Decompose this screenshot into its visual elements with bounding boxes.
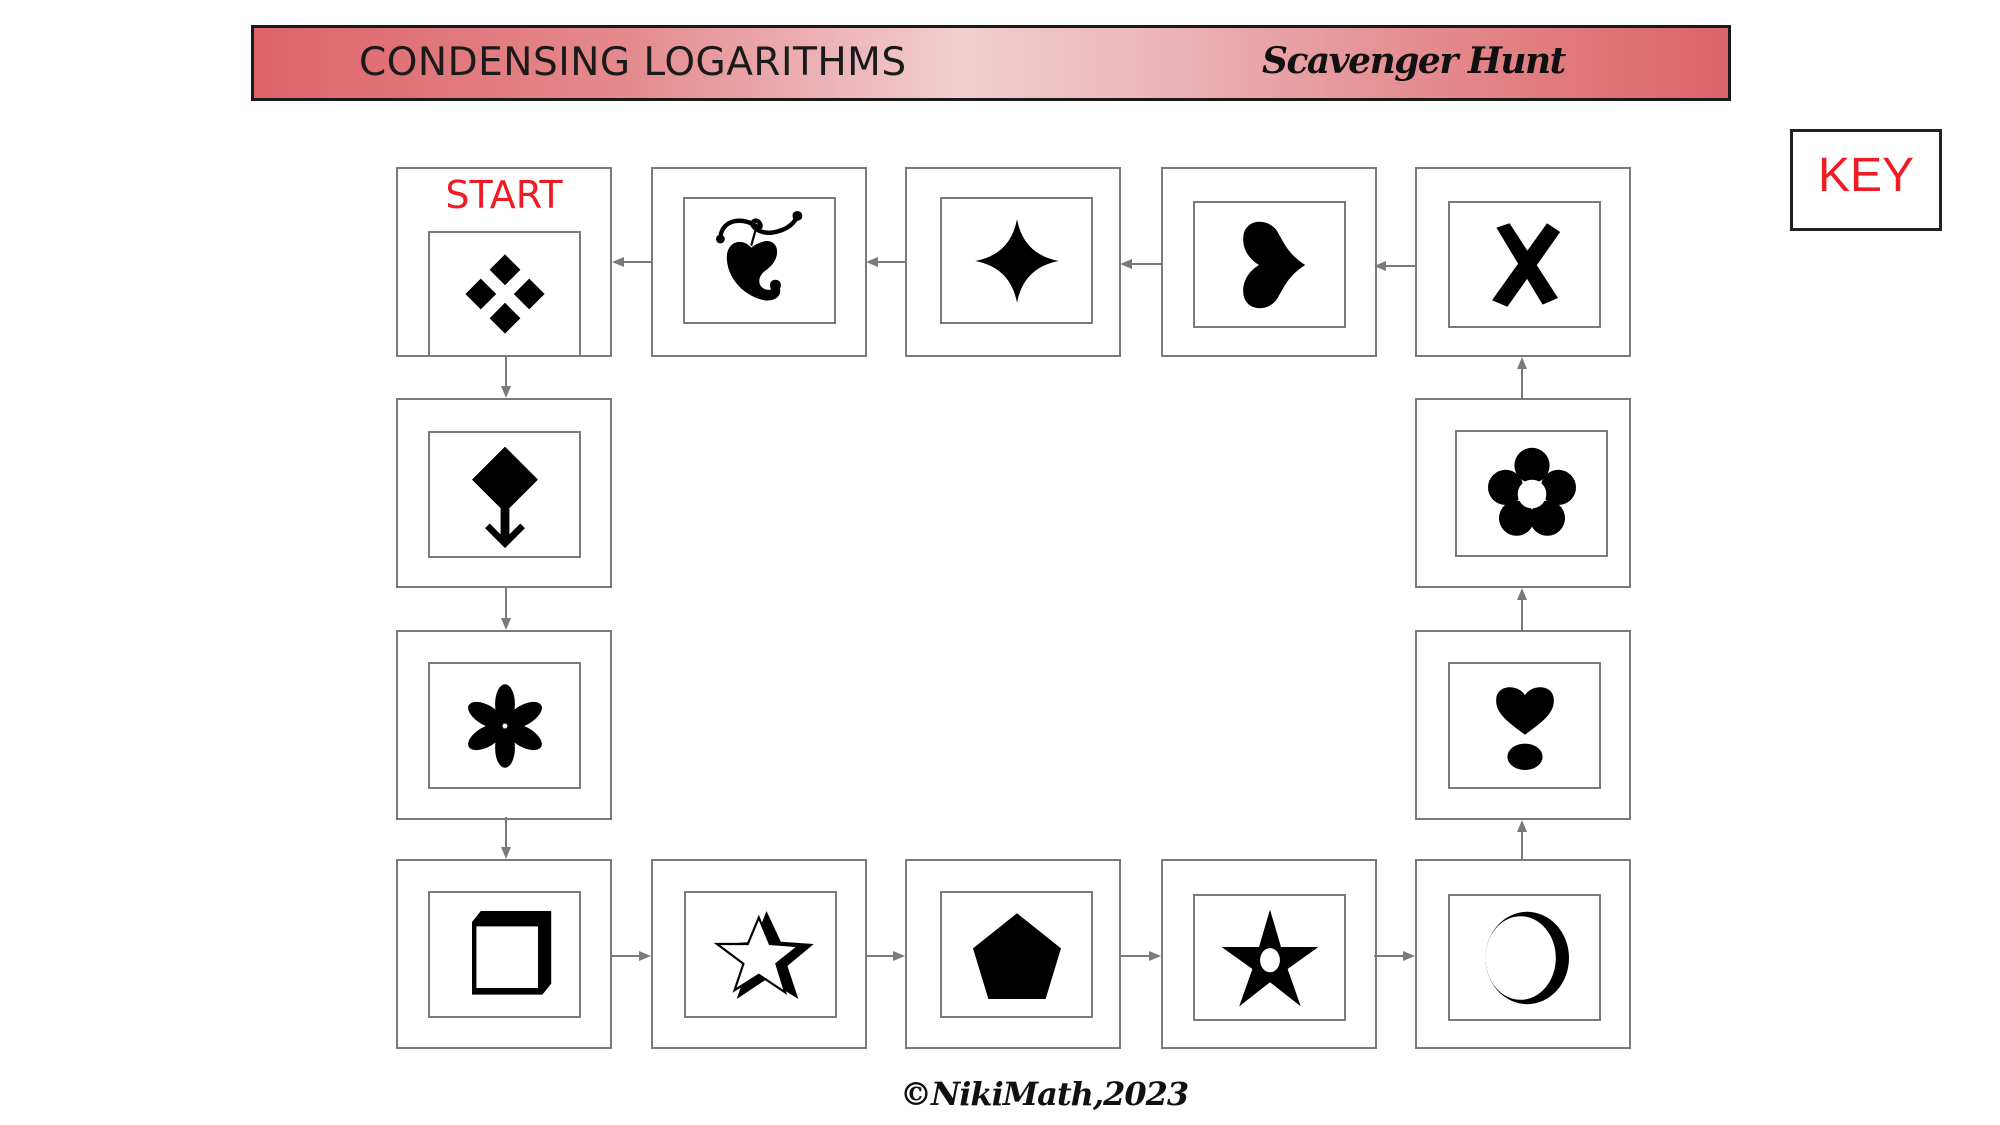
key-button[interactable]: KEY [1790,129,1942,231]
four-point-star-icon [974,218,1059,303]
symbol-frame [428,891,581,1018]
arrow-up-icon [1517,357,1527,369]
symbol-frame [1193,201,1346,328]
cell-ornate-heart[interactable] [651,167,867,357]
connector [1386,265,1415,267]
cell-star-with-hole[interactable] [1161,859,1377,1049]
heart-exclamation-icon [1495,686,1554,770]
cell-asterisk-flower[interactable] [396,630,612,820]
ornate-heart-icon [715,210,802,301]
four-diamonds-icon [464,254,545,334]
connector [505,357,507,386]
arrow-right-icon [893,951,905,961]
cell-x-cross[interactable] [1415,167,1631,357]
arrow-left-icon [866,257,878,267]
symbol-frame [683,197,836,324]
connector [1120,955,1149,957]
symbol-frame [1193,894,1346,1021]
crescent-circle-icon [1484,911,1569,1004]
connector [1521,600,1523,630]
symbol-frame [940,891,1093,1018]
connector [624,261,651,263]
cell-four-point-star[interactable] [905,167,1121,357]
arrow-left-icon [612,257,624,267]
arrow-right-icon [1403,951,1415,961]
copyright-footer: ©NikiMath,2023 [900,1075,1189,1113]
symbol-frame [428,431,581,558]
symbol-frame [428,662,581,789]
cell-heart-exclamation[interactable] [1415,630,1631,820]
cell-crescent-circle[interactable] [1415,859,1631,1049]
cell-diamond-arrow[interactable] [396,398,612,588]
symbol-frame [1448,201,1601,328]
connector [878,261,905,263]
pentagon-icon [972,912,1061,999]
connector [1132,263,1161,265]
start-label: START [445,173,563,217]
diamond-arrow-icon [471,446,538,548]
arrow-left-icon [1120,259,1132,269]
star-with-hole-icon [1221,909,1318,1006]
symbol-frame [940,197,1093,324]
arrow-down-icon [501,386,511,398]
cell-cube[interactable] [396,859,612,1049]
asterisk-flower-icon [467,683,542,768]
shadow-star-icon [713,910,814,999]
arrow-right-icon [639,951,651,961]
x-cross-icon [1491,222,1560,307]
cell-sideways-heart[interactable] [1161,167,1377,357]
arrow-right-icon [1149,951,1161,961]
connector [1521,832,1523,859]
cell-start-four-diamonds[interactable]: START [396,167,612,357]
title-banner: CONDENSING LOGARITHMS Scavenger Hunt [251,25,1731,101]
sideways-heart-icon [1242,221,1305,308]
arrow-up-icon [1517,820,1527,832]
connector [1521,369,1523,398]
connector [505,817,507,847]
symbol-frame [1448,894,1601,1021]
connector [866,955,893,957]
connector [505,588,507,618]
connector [1374,955,1403,957]
cell-pentagon[interactable] [905,859,1121,1049]
arrow-up-icon [1517,588,1527,600]
symbol-frame [1455,430,1608,557]
arrow-down-icon [501,618,511,630]
cell-five-petal-flower[interactable] [1415,398,1631,588]
worksheet-subtitle: Scavenger Hunt [1262,40,1566,82]
connector [612,955,639,957]
five-petal-flower-icon [1487,447,1576,536]
key-label: KEY [1817,148,1915,202]
symbol-frame [684,891,837,1018]
arrow-left-icon [1374,261,1386,271]
symbol-frame [1448,662,1601,789]
cube-icon [471,910,551,995]
worksheet-title: CONDENSING LOGARITHMS [359,40,907,85]
symbol-frame [428,231,581,355]
arrow-down-icon [501,847,511,859]
cell-shadow-star[interactable] [651,859,867,1049]
